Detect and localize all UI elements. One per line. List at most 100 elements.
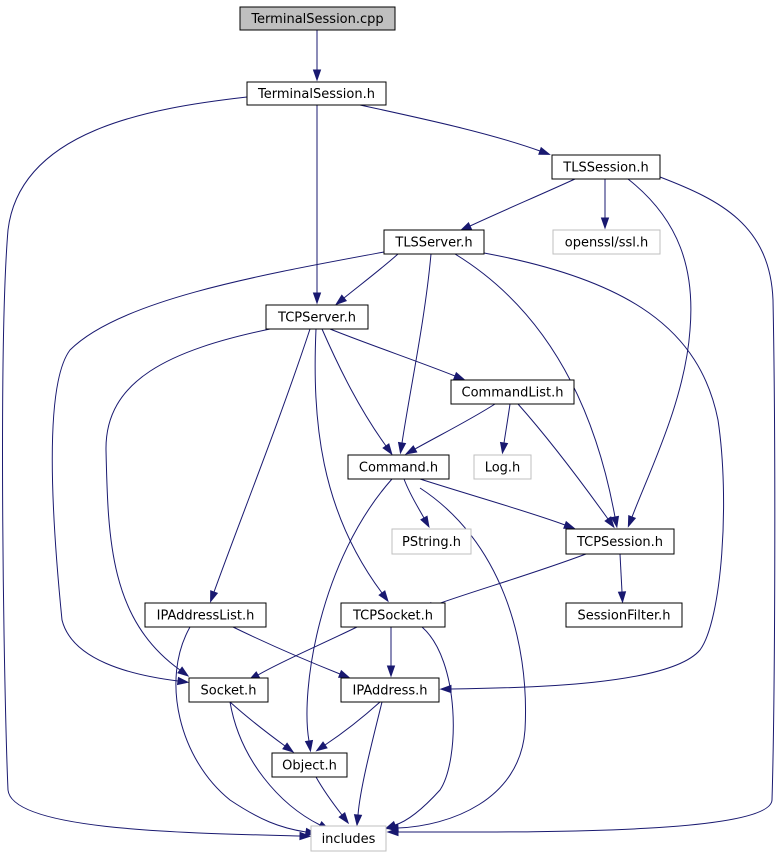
- node-tcpsession-h[interactable]: TCPSession.h: [565, 528, 675, 555]
- node-box-pstring-h: [391, 528, 472, 555]
- node-ipaddresslist-h[interactable]: IPAddressList.h: [144, 602, 267, 628]
- node-label-pstring-h: PString.h: [402, 535, 461, 550]
- arrowhead-commandlist-h-to-command-h: [404, 445, 418, 455]
- node-object-h[interactable]: Object.h: [271, 752, 348, 778]
- node-label-socket-h: Socket.h: [201, 684, 257, 699]
- node-box-socket-h: [188, 677, 269, 703]
- node-command-h[interactable]: Command.h: [347, 454, 450, 480]
- arrowhead-tlsserver-h-to-command-h: [397, 441, 407, 455]
- arrowhead-ipaddresslist-h-to-ipaddress-h: [337, 669, 351, 679]
- node-box-includes: [310, 825, 387, 852]
- node-label-tcpserver-h: TCPServer.h: [277, 311, 356, 326]
- arrowhead-tlsserver-h-to-tcpserver-h: [335, 294, 348, 306]
- arrowhead-commandlist-h-to-tcpsession-h: [604, 516, 615, 529]
- node-box-sessionfilter-h: [565, 602, 683, 628]
- arrowhead-commandlist-h-to-log-h: [499, 441, 509, 455]
- arrowhead-ipaddress-h-to-includes: [353, 814, 363, 827]
- node-sessionfilter-h[interactable]: SessionFilter.h: [565, 602, 683, 628]
- node-tlssession-h[interactable]: TLSSession.h: [551, 154, 661, 180]
- edge-ipaddresslist-h-to-ipaddress-h: [232, 626, 341, 675]
- arrowhead-tcpserver-h-to-ipaddresslist-h: [210, 590, 219, 603]
- node-box-object-h: [271, 752, 348, 778]
- node-label-ipaddresslist-h: IPAddressList.h: [157, 609, 255, 624]
- arrowhead-tcpsession-h-to-sessionfilter-h: [617, 591, 627, 604]
- arrowhead-tcpserver-h-to-tcpsocket-h: [378, 590, 389, 603]
- edge-command-h-to-object-h: [306, 478, 393, 742]
- node-label-tlssession-h: TLSSession.h: [562, 161, 648, 176]
- arrowhead-socket-h-to-object-h: [282, 742, 295, 753]
- arrowhead-tcpserver-h-to-socket-h: [177, 666, 190, 677]
- edge-tlssession-h-to-tcpsession-h: [627, 178, 692, 518]
- node-box-log-h: [473, 454, 532, 480]
- arrowhead-tlssession-h-to-openssl-ssl-h: [600, 217, 610, 230]
- node-ipaddress-h[interactable]: IPAddress.h: [340, 677, 440, 703]
- node-box-openssl-ssl-h: [552, 229, 661, 255]
- edge-socket-h-to-includes: [229, 701, 321, 826]
- edge-tcpsocket-h-to-socket-h: [257, 626, 358, 676]
- node-tlsserver-h[interactable]: TLSServer.h: [383, 229, 485, 255]
- node-log-h: Log.h: [473, 454, 532, 480]
- arrowhead-tlsserver-h-to-tcpsession-h: [610, 515, 620, 529]
- edge-object-h-to-includes: [315, 776, 343, 816]
- node-box-ipaddresslist-h: [144, 602, 267, 628]
- arrowhead-tlsserver-h-to-socket-h: [176, 676, 190, 686]
- node-commandlist-h[interactable]: CommandList.h: [450, 379, 575, 405]
- node-label-object-h: Object.h: [282, 759, 337, 774]
- node-label-sessionfilter-h: SessionFilter.h: [578, 609, 671, 624]
- edge-tcpsession-h-to-tcpsocket-h: [431, 553, 587, 607]
- edge-tcpserver-h-to-commandlist-h: [329, 328, 456, 377]
- edge-commandlist-h-to-log-h: [503, 403, 511, 444]
- node-box-terminalsession-cpp: [239, 6, 396, 31]
- edge-command-h-to-includes: [397, 487, 527, 829]
- edge-tcpserver-h-to-command-h: [321, 328, 387, 447]
- arrowhead-terminalsession-h-to-tcpserver-h: [312, 292, 322, 305]
- arrowhead-tcpsocket-h-to-ipaddress-h: [386, 665, 396, 678]
- edge-tlssession-h-to-tlsserver-h: [469, 178, 576, 227]
- edge-terminalsession-h-to-includes: [2, 96, 301, 837]
- node-includes: includes: [310, 825, 387, 852]
- edge-ipaddress-h-to-includes: [357, 701, 383, 816]
- edge-tlssession-h-to-includes: [397, 176, 776, 833]
- node-box-tcpserver-h: [265, 304, 369, 330]
- node-label-command-h: Command.h: [359, 461, 438, 476]
- arrowhead-tcpserver-h-to-command-h: [382, 443, 393, 456]
- edge-tlsserver-h-to-ipaddress-h: [450, 252, 725, 690]
- node-label-includes: includes: [322, 832, 376, 847]
- node-terminalsession-h[interactable]: TerminalSession.h: [246, 81, 387, 106]
- node-label-terminalsession-h: TerminalSession.h: [257, 87, 375, 102]
- edge-tcpserver-h-to-socket-h: [105, 328, 271, 671]
- node-label-tcpsession-h: TCPSession.h: [576, 535, 663, 550]
- node-box-tlssession-h: [551, 154, 661, 180]
- edge-ipaddress-h-to-object-h: [324, 701, 381, 746]
- node-label-tlsserver-h: TLSServer.h: [394, 236, 472, 251]
- node-terminalsession-cpp[interactable]: TerminalSession.cpp: [239, 6, 396, 31]
- node-label-commandlist-h: CommandList.h: [462, 386, 564, 401]
- node-box-terminalsession-h: [246, 81, 387, 106]
- arrowhead-terminalsession-cpp-to-terminalsession-h: [312, 69, 322, 82]
- node-pstring-h: PString.h: [391, 528, 472, 555]
- node-label-tcpsocket-h: TCPSocket.h: [352, 609, 433, 624]
- edge-ipaddresslist-h-to-includes: [175, 626, 307, 833]
- arrowhead-command-h-to-tcpsession-h: [563, 520, 576, 529]
- arrowhead-terminalsession-h-to-tlssession-h: [538, 146, 551, 155]
- arrowhead-ipaddress-h-to-object-h: [315, 741, 328, 752]
- edge-tcpsession-h-to-sessionfilter-h: [619, 553, 623, 593]
- edge-tlsserver-h-to-tcpserver-h: [343, 253, 399, 299]
- node-box-ipaddress-h: [340, 677, 440, 703]
- edge-socket-h-to-object-h: [229, 701, 286, 747]
- edge-tcpserver-h-to-ipaddresslist-h: [213, 328, 311, 593]
- arrowhead-command-h-to-pstring-h: [420, 515, 430, 529]
- arrowhead-object-h-to-includes: [338, 812, 350, 825]
- nodes-layer: TerminalSession.cppTerminalSession.hTLSS…: [144, 6, 683, 852]
- edge-command-h-to-pstring-h: [403, 478, 425, 519]
- edge-commandlist-h-to-tcpsession-h: [517, 403, 609, 520]
- edge-tcpserver-h-to-tcpsocket-h: [314, 328, 383, 594]
- node-tcpsocket-h[interactable]: TCPSocket.h: [340, 602, 446, 628]
- node-tcpserver-h[interactable]: TCPServer.h: [265, 304, 369, 330]
- node-socket-h[interactable]: Socket.h: [188, 677, 269, 703]
- edge-command-h-to-tcpsession-h: [419, 478, 566, 526]
- node-label-log-h: Log.h: [485, 461, 521, 476]
- edge-commandlist-h-to-command-h: [414, 403, 496, 450]
- node-box-commandlist-h: [450, 379, 575, 405]
